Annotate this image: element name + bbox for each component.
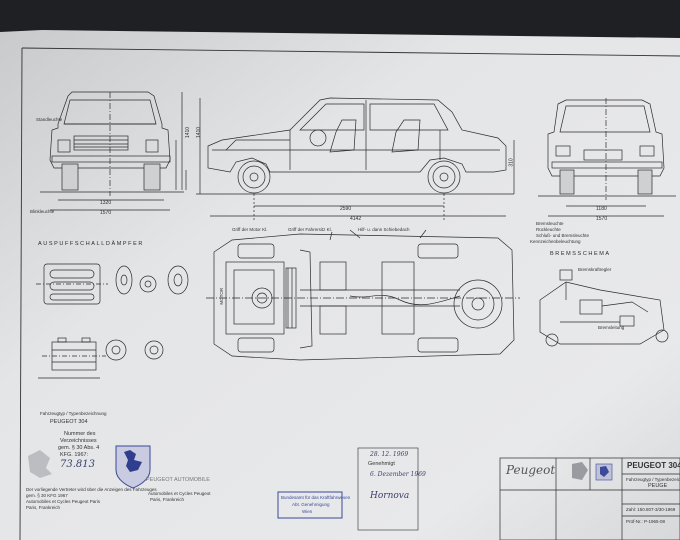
front-track-dim: 1570 bbox=[100, 210, 112, 216]
fine-print-4: Paris, Frankreich bbox=[26, 505, 61, 510]
kfg-label: KFG. 1967: bbox=[60, 452, 89, 458]
stamp-date: 28. 12. 1969 bbox=[370, 451, 409, 458]
title-sheet-b: Prüf-Nr.: P-1965-08 bbox=[626, 519, 666, 524]
title-type: Fahrzeugtyp / Typenbezeichnung bbox=[626, 477, 680, 482]
approval-stamp-box bbox=[357, 447, 419, 531]
wheelbase-dim: 2590 bbox=[340, 206, 352, 212]
rear-width-dim: 1570 bbox=[596, 216, 608, 222]
approval-number: 73.813 bbox=[60, 459, 95, 470]
side-small-dim: 310 bbox=[508, 158, 515, 167]
brake-schema bbox=[539, 269, 669, 347]
bremsleitung-label: Bremsleitung bbox=[598, 325, 625, 330]
overall-length-dim: 4142 bbox=[350, 216, 362, 222]
blue-stamp-line2: Abt. Genehmigung bbox=[292, 502, 330, 507]
title-model: PEUGEOT 304 bbox=[627, 461, 680, 470]
fine-print-2: gem. § 30 KFG 1967 bbox=[26, 493, 68, 498]
gem-label: gem. § 30 Abs. 4 bbox=[58, 445, 100, 451]
standlicht-label: Standleuchte bbox=[36, 117, 63, 122]
blue-stamp-line1: Bundesamt für das Kraftfahrwesen bbox=[281, 495, 351, 500]
front-width-dim: 1320 bbox=[100, 200, 112, 206]
stamp-signature: Hornova bbox=[370, 491, 410, 501]
stamp-date2: 6. Dezember 1969 bbox=[370, 471, 426, 478]
title-make: PEUGE bbox=[648, 483, 668, 489]
nummer-label: Nummer des bbox=[64, 431, 96, 437]
bremskraftregler-label: Bremskraftregler bbox=[578, 267, 612, 272]
stamp-word: Genehmigt bbox=[368, 461, 395, 467]
fine-print-1: Der vorliegende Vertreter wird über die … bbox=[26, 487, 157, 492]
title-lion-icon bbox=[572, 462, 613, 481]
griff-motor-label: Griff der Motor Kl. bbox=[232, 227, 268, 232]
blue-stamp-box bbox=[277, 491, 343, 519]
side-view bbox=[196, 97, 515, 220]
fine-print-3: Automobiles et Cycles Peugeot Paris bbox=[26, 499, 101, 504]
verzeichnis-label: Verzeichnisses bbox=[60, 438, 97, 444]
peugeot-sub-1: Automobiles et Cycles Peugeot bbox=[148, 491, 211, 496]
muffler-drawings bbox=[36, 263, 189, 379]
peugeot-lion-logo-icon bbox=[28, 450, 52, 478]
kennzeichen-label: Kennzeichenbeleuchtung bbox=[530, 239, 581, 244]
griff-fahrersitz-label: Griff der Fahrersitz Kl. bbox=[288, 227, 332, 232]
rear-track-dim: 1180 bbox=[596, 206, 607, 212]
title-block-frame bbox=[499, 457, 680, 540]
type-label: Fahrzeugtyp / Typenbezeichnung bbox=[40, 411, 107, 416]
brake-schema-title: BREMSSCHEMA bbox=[550, 251, 611, 257]
rear-view bbox=[538, 98, 676, 217]
motor-tag: MOTOR bbox=[219, 287, 225, 305]
front-height-dim: 1410 bbox=[185, 126, 192, 139]
model-line: PEUGEOT 304 bbox=[50, 419, 88, 425]
schluss-label: Schluß- und Bremsleuchte bbox=[536, 233, 590, 238]
schiebedach-label: Hilf- u. dann Schiebedach bbox=[358, 227, 410, 232]
muffler-title: AUSPUFFSCHALLDÄMPFER bbox=[38, 241, 144, 247]
lion-crest-icon bbox=[115, 445, 151, 489]
blue-stamp-line3: Wien bbox=[302, 509, 313, 514]
rueckleuchte-label: Rückleuchte bbox=[536, 227, 561, 232]
front-view bbox=[40, 91, 187, 211]
peugeot-automobile: PEUGEOT AUTOMOBILE bbox=[146, 477, 210, 483]
top-view bbox=[206, 229, 520, 361]
side-height-dim: 1410 bbox=[196, 126, 203, 139]
title-sheet-a: Zahl: 150.807-3/30-1969 bbox=[626, 507, 676, 512]
bremsleuchte-label: Bremsleuchte bbox=[536, 221, 564, 226]
blinkleuchte-label: Blinkleuchte bbox=[30, 209, 55, 214]
peugeot-sub-2: Paris, Frankreich bbox=[150, 497, 185, 502]
title-brand: Peugeot bbox=[506, 463, 556, 477]
